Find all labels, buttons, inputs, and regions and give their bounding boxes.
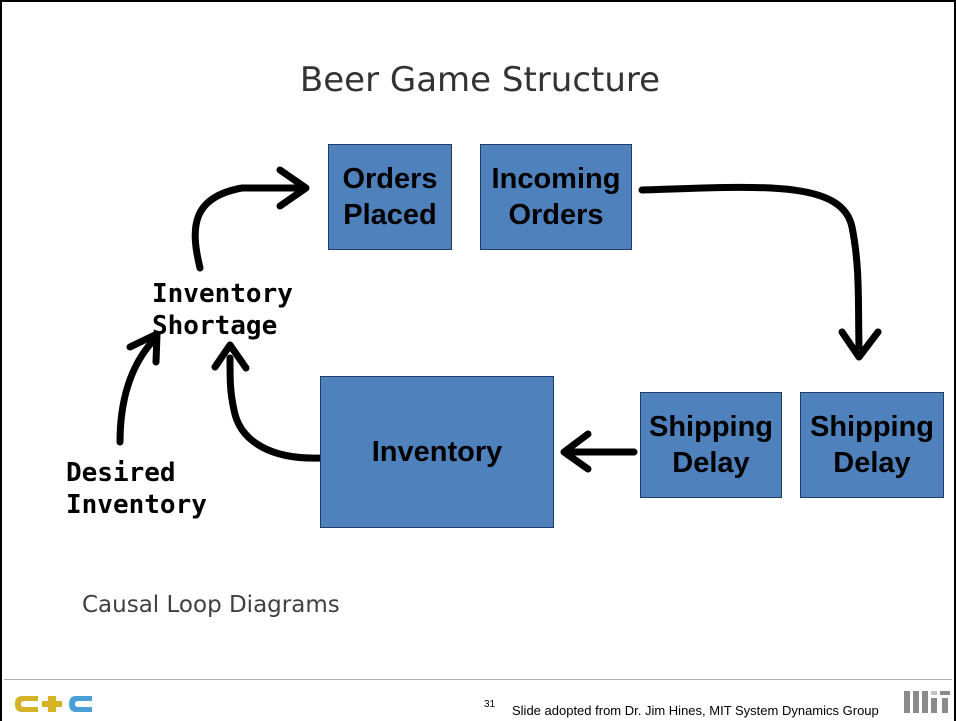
- inventory-box: Inventory: [320, 376, 554, 528]
- mit-logo-icon: [904, 691, 950, 718]
- arrowhead-shortage-right: [211, 341, 250, 372]
- footer-divider: [4, 679, 952, 680]
- page-number: 31: [484, 699, 496, 710]
- shipping-delay-box-2: Shipping Delay: [800, 392, 944, 498]
- arrow-incoming-to-shipping: [638, 183, 863, 351]
- arrow-desired-to-shortage: [116, 338, 156, 446]
- slide-subtitle: Causal Loop Diagrams: [82, 592, 340, 618]
- incoming-orders-label: Incoming Orders: [491, 163, 621, 231]
- arrowhead-orders: [276, 166, 310, 210]
- incoming-orders-box: Incoming Orders: [480, 144, 632, 250]
- slide-title: Beer Game Structure: [299, 60, 661, 100]
- arrow-inventory-to-shortage: [226, 354, 326, 462]
- shipping-delay-label-2: Shipping Delay: [809, 411, 935, 479]
- inventory-label: Inventory: [371, 436, 503, 468]
- arrow-shortage-to-orders: [191, 184, 306, 272]
- shipping-delay-box-1: Shipping Delay: [640, 392, 782, 498]
- ccc-logo-icon: [12, 693, 102, 720]
- orders-placed-box: Orders Placed: [328, 144, 452, 250]
- arrowhead-shortage-left: [126, 330, 161, 366]
- shipping-delay-label-1: Shipping Delay: [648, 411, 774, 479]
- desired-inventory-label: Desired Inventory: [66, 458, 207, 520]
- arrowhead-shipping: [838, 328, 882, 361]
- credit-text: Slide adopted from Dr. Jim Hines, MIT Sy…: [512, 703, 879, 718]
- arrowhead-inventory: [560, 430, 592, 473]
- inventory-shortage-label: Inventory Shortage: [152, 279, 293, 341]
- orders-placed-label: Orders Placed: [342, 163, 438, 231]
